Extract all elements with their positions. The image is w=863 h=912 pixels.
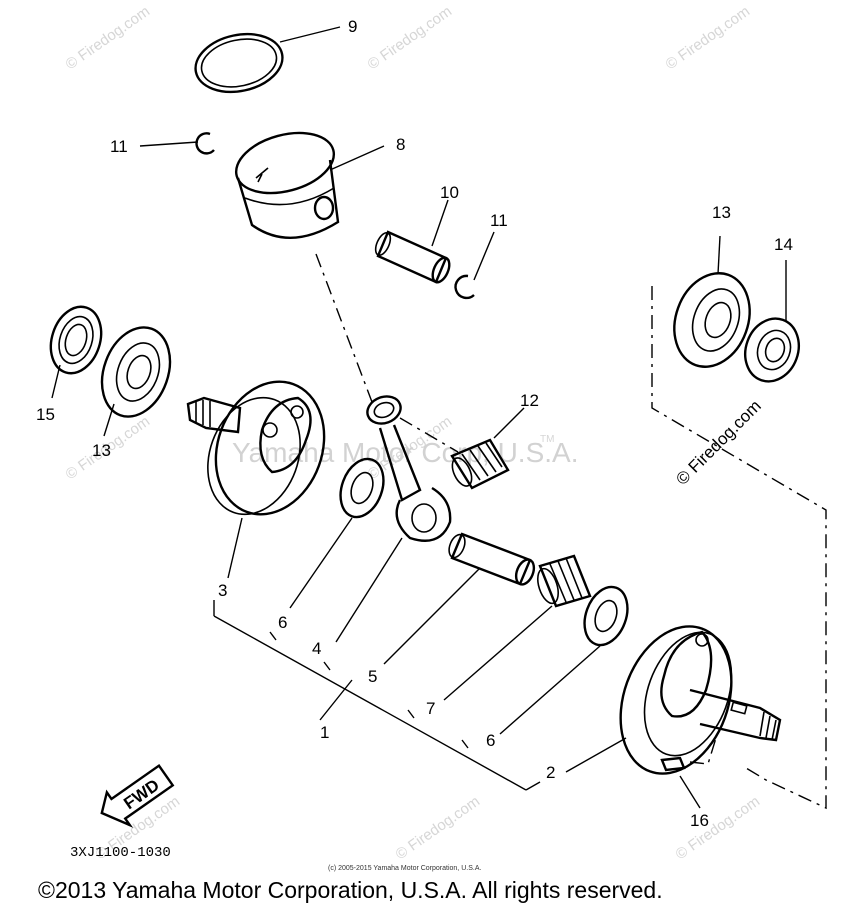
watermark: © Firedog.com (63, 3, 154, 73)
label-part-3: 3 (218, 581, 227, 600)
connecting-rod (315, 253, 452, 643)
piston-pin-clip-left (139, 132, 215, 155)
piston-pin-clip-right (454, 231, 495, 300)
watermark-layer: © Firedog.com © Firedog.com © Firedog.co… (63, 3, 765, 863)
label-part-15: 15 (36, 405, 55, 424)
thrust-washer-left (289, 457, 385, 609)
small-end-bearing (399, 407, 525, 490)
watermark: © Firedog.com (365, 3, 456, 73)
assembly-bracket (213, 286, 827, 810)
big-end-bearing (443, 554, 592, 701)
bearing-left (100, 326, 172, 437)
oil-seal-left (49, 305, 103, 399)
bearing-right (673, 235, 751, 368)
label-part-16: 16 (690, 811, 709, 830)
label-part-2: 2 (546, 763, 555, 782)
label-part-9: 9 (348, 17, 357, 36)
small-copyright: (c) 2005-2015 Yamaha Motor Corporation, … (328, 865, 481, 872)
label-part-13: 13 (712, 203, 731, 222)
firedog-watermark-dark: © Firedog.com (672, 396, 764, 488)
label-part-7: 7 (426, 699, 435, 718)
label-part-6: 6 (486, 731, 495, 750)
diagram-code: 3XJ1100-1030 (70, 845, 171, 861)
label-part-8: 8 (396, 135, 405, 154)
watermark: © Firedog.com (663, 3, 754, 73)
piston-pin (374, 199, 451, 284)
label-part-6: 6 (278, 613, 287, 632)
label-part-11: 11 (110, 137, 128, 156)
label-part-12: 12 (520, 391, 539, 410)
label-part-1: 1 (320, 723, 329, 742)
label-part-10: 10 (440, 183, 459, 202)
label-part-14: 14 (774, 235, 793, 254)
thrust-washer-right (499, 585, 629, 735)
oil-seal-right (744, 260, 800, 383)
piston (234, 131, 385, 239)
woodruff-key (660, 737, 717, 809)
label-part-11: 11 (490, 211, 508, 230)
watermark: © Firedog.com (393, 793, 484, 863)
label-part-4: 4 (312, 639, 321, 658)
crank-pin (383, 532, 536, 665)
crank-wheel-right (565, 625, 782, 775)
watermark: © Firedog.com (673, 793, 764, 863)
label-part-13: 13 (92, 441, 111, 460)
crank-wheel-left (186, 380, 326, 579)
label-part-5: 5 (368, 667, 377, 686)
trademark-mark: TM (540, 434, 554, 445)
part-labels: 9 11 8 10 11 13 14 15 13 12 3 6 4 5 1 7 … (36, 17, 793, 830)
copyright-footer: ©2013 Yamaha Motor Corporation, U.S.A. A… (38, 877, 663, 903)
piston-ring (194, 26, 341, 94)
